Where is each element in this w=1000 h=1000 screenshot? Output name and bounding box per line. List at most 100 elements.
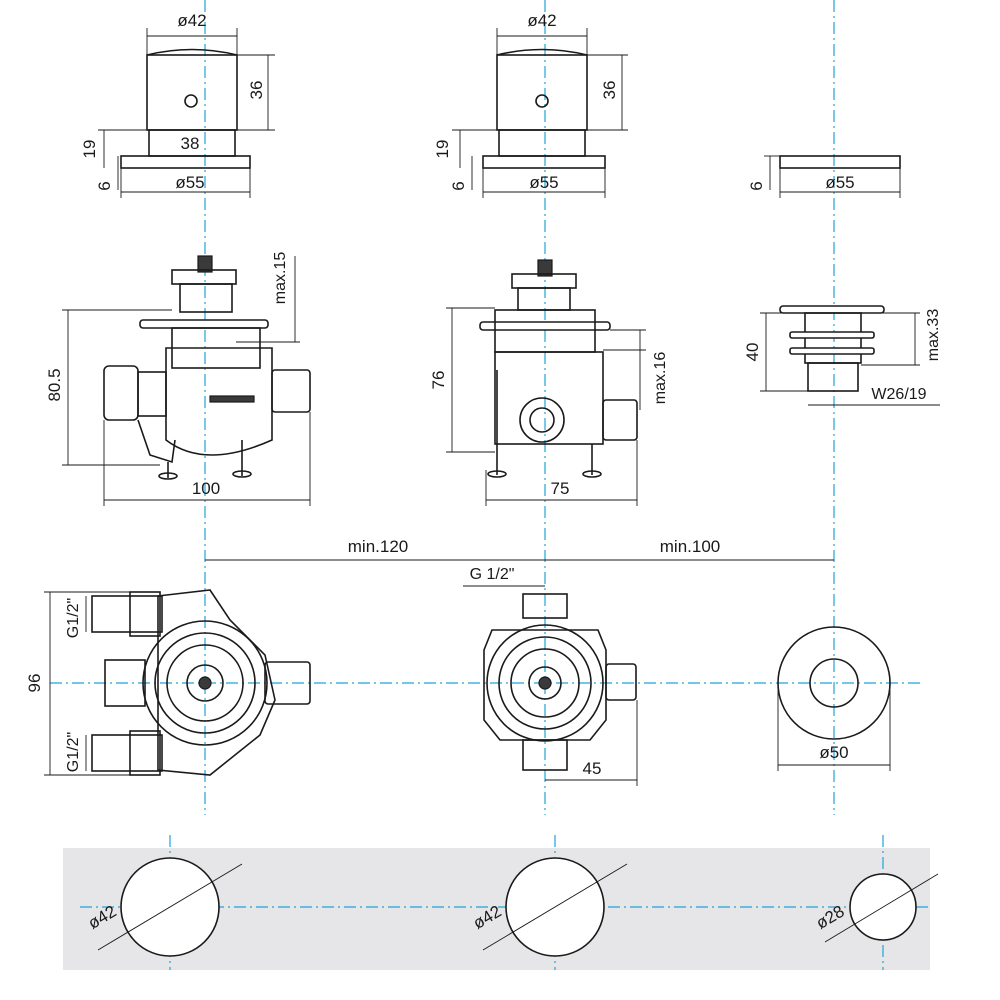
top-view-right: 6 ø55 xyxy=(747,155,901,198)
flange-right xyxy=(779,305,885,314)
plate-knob-right: ø28 xyxy=(813,873,939,943)
knob-top-curve-left xyxy=(146,48,238,56)
dim-label-height: 96 xyxy=(25,674,44,693)
dim-label-plate-thickness: 6 xyxy=(747,181,766,190)
body-ring-left-1 xyxy=(142,620,268,746)
port-mid-left xyxy=(104,659,146,707)
rosette-right xyxy=(777,626,891,740)
port-front-inner-mid xyxy=(529,407,555,433)
dim-label-width: 75 xyxy=(551,479,570,498)
port-bottom-mid xyxy=(522,739,568,771)
bonnet-nut-mid xyxy=(517,287,571,311)
dim-label-plate-dia: ø55 xyxy=(175,173,204,192)
port-top-mid xyxy=(522,593,568,619)
dim-label-dia: ø50 xyxy=(819,743,848,762)
bonnet-nut-left xyxy=(179,283,233,313)
flange-left xyxy=(139,319,269,329)
port-right-mid xyxy=(602,399,638,441)
knob-neck-mid xyxy=(498,129,586,157)
dim-label-base-height: 19 xyxy=(433,140,452,159)
dim-label-max-depth: max.33 xyxy=(925,309,942,362)
dim-label-max-depth: max.15 xyxy=(272,252,289,305)
ring-right-2 xyxy=(789,347,875,355)
plan-view-left: 96 G1/2" G1/2" xyxy=(25,589,311,776)
dim-label-offset: 45 xyxy=(583,759,602,778)
port-left-nut xyxy=(103,365,139,421)
port-right-plan-mid xyxy=(605,663,637,701)
body-main-mid xyxy=(494,351,604,445)
port-front-mid xyxy=(519,397,565,443)
dim-label-port-top: G1/2" xyxy=(65,598,82,638)
screw-head-left-1 xyxy=(158,472,178,480)
body-ring-mid-2 xyxy=(498,636,592,730)
knob-body-left xyxy=(146,54,238,131)
body-ring-mid-1 xyxy=(486,624,604,742)
spindle-center-left xyxy=(198,676,212,690)
spindle-mid xyxy=(537,259,553,277)
dim-label-plate-dia: ø55 xyxy=(825,173,854,192)
plan-view-mid: 45 xyxy=(483,593,638,786)
body-main-left xyxy=(165,347,273,456)
dim-label-height: 80.5 xyxy=(45,368,64,401)
knob-top-curve-mid xyxy=(496,48,588,56)
plate-profile-mid xyxy=(482,155,606,169)
port-top-left xyxy=(91,595,163,633)
ring-left xyxy=(209,395,255,403)
dim-line xyxy=(482,863,628,951)
dim-label-dia-top: ø42 xyxy=(527,11,556,30)
screw-head-left-2 xyxy=(232,470,252,478)
side-view-right: 40 max.33 W26/19 xyxy=(743,305,942,406)
dim-label-thread-top: G 1/2" xyxy=(470,566,515,583)
screw-head-mid-1 xyxy=(487,470,507,478)
dim-label-max-depth: max.16 xyxy=(652,352,669,405)
port-top-left-nut xyxy=(129,591,161,637)
dim-label-dia-top: ø42 xyxy=(177,11,206,30)
ring-right-1 xyxy=(789,331,875,339)
side-view-left: 80.5 100 max.15 xyxy=(45,252,311,506)
side-view-mid: 76 75 max.16 xyxy=(429,259,669,506)
body-ring-mid-3 xyxy=(510,648,580,718)
port-bottom-left xyxy=(91,734,163,772)
dim-label-spacing-right: min.100 xyxy=(660,537,720,556)
dim-label-height: 36 xyxy=(247,81,266,100)
dim-label-body-width: 38 xyxy=(181,134,200,153)
plate-profile-left xyxy=(120,155,251,169)
dim-line xyxy=(97,863,243,951)
top-view-left: ø42 36 38 19 6 ø55 xyxy=(80,11,275,198)
body-ring-mid-4 xyxy=(528,666,562,700)
screw-head-mid-2 xyxy=(582,470,602,478)
body-outline-mid xyxy=(483,629,607,741)
dim-label-width: 100 xyxy=(192,479,220,498)
body-lower-left xyxy=(137,419,176,464)
knob-hole-icon-mid xyxy=(535,94,549,108)
dim-label-plate-thickness: 6 xyxy=(95,181,114,190)
dim-label-plate-thickness: 6 xyxy=(449,181,468,190)
top-view-mid: ø42 36 19 6 ø55 xyxy=(433,11,628,198)
dim-label-base-height: 19 xyxy=(80,140,99,159)
body-outline-left xyxy=(157,589,276,776)
port-bottom-left-nut xyxy=(129,730,161,776)
dim-line xyxy=(824,873,939,943)
dim-label-height: 36 xyxy=(600,81,619,100)
dim-label-plate-dia: ø55 xyxy=(529,173,558,192)
knob-body-mid xyxy=(496,54,588,131)
body-ring-left-3 xyxy=(166,644,244,722)
port-left-pipe xyxy=(137,371,167,417)
plate-profile-right xyxy=(779,155,901,169)
flange-mid xyxy=(479,321,611,331)
spindle-left xyxy=(197,255,213,273)
dim-label-height: 40 xyxy=(743,343,762,362)
body-ring-left-4 xyxy=(186,664,224,702)
port-right-plan-left xyxy=(264,661,311,705)
rosette-hole-right xyxy=(809,658,859,708)
port-right-left xyxy=(271,369,311,413)
dim-label-thread: W26/19 xyxy=(871,386,926,403)
spindle-center-mid xyxy=(538,676,552,690)
dim-label-spacing-left: min.120 xyxy=(348,537,408,556)
plan-view-right: ø50 xyxy=(777,626,891,771)
body-ring-left-2 xyxy=(154,632,256,734)
thread-right xyxy=(807,362,859,392)
knob-hole-icon-left xyxy=(184,94,198,108)
dim-label-height: 76 xyxy=(429,371,448,390)
